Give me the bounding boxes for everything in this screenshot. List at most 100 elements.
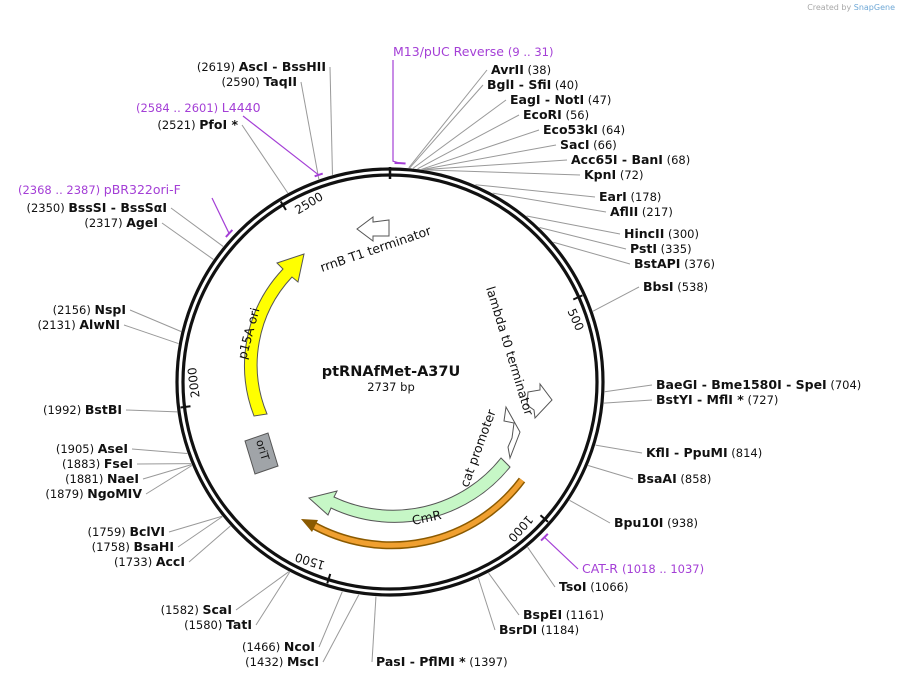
enzyme-position: (1759) [88,525,130,539]
enzyme-site[interactable]: (1733) AccI [114,554,185,569]
enzyme-name-alt: - Bme1580I [697,377,781,392]
enzyme-site[interactable]: AvrII (38) [491,62,551,77]
cmr-orf-arrowhead [301,519,318,532]
enzyme-site[interactable]: HincII (300) [624,226,699,241]
enzyme-name: AflII [610,204,638,219]
enzyme-site[interactable]: (1432) MscI [245,654,319,669]
primer-site[interactable]: (2368 .. 2387) pBR322ori-F [18,182,230,234]
enzyme-name: BstYI [656,392,693,407]
enzyme-position: (40) [551,78,578,92]
cmr-orf-band [309,478,524,548]
enzyme-label: KflI - PpuMI (814) [646,445,762,460]
orit-feature[interactable] [244,432,279,475]
enzyme-site[interactable]: (1759) BclVI [88,524,165,539]
primer-label: M13/pUC Reverse (9 .. 31) [393,44,553,59]
enzyme-position: (2521) [157,118,199,132]
enzyme-position: (1580) [184,618,226,632]
enzyme-site[interactable]: (1582) ScaI [161,602,232,617]
enzyme-site[interactable]: Eco53kI (64) [543,122,625,137]
enzyme-leader-line [131,448,188,455]
primer-leader-line [392,60,401,164]
enzyme-name-alt: - BanI [618,152,663,167]
primer-site[interactable]: CAT-R (1018 .. 1037) [544,536,704,576]
rrnb-t1-terminator-feature[interactable] [356,216,390,242]
enzyme-site[interactable]: KflI - PpuMI (814) [646,445,762,460]
enzyme-site[interactable]: BsaAI (858) [637,471,711,486]
enzyme-name: BsaHI [133,539,174,554]
enzyme-site[interactable]: (1580) TatI [184,617,252,632]
enzyme-site[interactable]: (2131) AlwNI [37,317,120,332]
cat-promoter-feature[interactable] [503,405,521,460]
enzyme-position: (727) [744,393,779,407]
enzyme-site[interactable]: (2590) TaqII [221,74,297,89]
enzyme-name: BsaAI [637,471,677,486]
enzyme-site[interactable]: AflII (217) [610,204,673,219]
enzyme-site[interactable]: EcoRI (56) [523,107,589,122]
enzyme-site[interactable]: BsrDI (1184) [499,622,579,637]
cmr-label: CmR [411,507,443,528]
enzyme-site[interactable]: Acc65I - BanI (68) [571,152,690,167]
enzyme-label: (1432) MscI [245,654,319,669]
enzyme-name: PstI [630,241,657,256]
enzyme-leader-line [475,184,596,198]
enzyme-label: EarI (178) [599,189,661,204]
enzyme-site[interactable]: (1879) NgoMIV [45,486,142,501]
enzyme-site[interactable]: BspEI (1161) [523,607,604,622]
enzyme-leader-line [188,525,231,563]
enzyme-site[interactable]: (2521) PfoI * [157,117,238,132]
enzyme-site[interactable]: BglI - SfiI (40) [487,77,579,92]
lambda-t0-terminator-feature[interactable] [526,382,553,420]
enzyme-leader-line [300,81,320,180]
enzyme-leader-line [603,399,653,404]
enzyme-site[interactable]: BbsI (538) [643,279,708,294]
enzyme-site[interactable]: BstYI - MflI * (727) [656,392,778,407]
enzyme-position: (1161) [562,608,604,622]
primer-label: CAT-R (1018 .. 1037) [582,561,704,576]
enzyme-site[interactable]: SacI (66) [560,137,617,152]
enzyme-label: (1879) NgoMIV [45,486,142,501]
enzyme-leader-line [177,516,223,548]
enzyme-name: AscI [239,59,268,74]
primer-site[interactable]: (2584 .. 2601) L4440 [136,100,320,176]
enzyme-site[interactable]: BstAPI (376) [634,256,715,271]
enzyme-site[interactable]: PasI - PflMI * (1397) [376,654,508,669]
enzyme-site[interactable]: (2350) BssSI - BssSαI [26,200,167,215]
enzyme-site[interactable]: Bpu10I (938) [614,515,698,530]
enzyme-site[interactable]: PstI (335) [630,241,692,256]
enzyme-site[interactable]: (1992) BstBI [43,402,122,417]
enzyme-site[interactable]: (1881) NaeI [65,471,139,486]
enzyme-leader-line [129,309,182,332]
enzyme-position: (376) [680,257,715,271]
primer-site[interactable]: M13/pUC Reverse (9 .. 31) [392,44,553,164]
enzyme-site[interactable]: KpnI (72) [584,167,643,182]
p15a-ori-feature[interactable] [244,253,305,417]
enzyme-site[interactable]: (1883) FseI [62,456,133,471]
enzyme-site[interactable]: (1758) BsaHI [92,539,174,554]
enzyme-label: (2350) BssSI - BssSαI [26,200,167,215]
enzyme-site[interactable]: (2317) AgeI [84,215,158,230]
enzyme-name: EarI [599,189,627,204]
cmr-feature[interactable] [307,457,511,523]
enzyme-label: (1905) AseI [56,441,128,456]
enzyme-site[interactable]: (1466) NcoI [242,639,315,654]
enzyme-name: ScaI [203,602,233,617]
enzyme-label: BstAPI (376) [634,256,715,271]
enzyme-site[interactable]: BaeGI - Bme1580I - SpeI (704) [656,377,861,392]
enzyme-site[interactable]: (1905) AseI [56,441,128,456]
enzyme-position: (1397) [466,655,508,669]
enzyme-position: (72) [616,168,643,182]
enzyme-site[interactable]: TsoI (1066) [559,579,628,594]
enzyme-leader-line [322,594,360,663]
enzyme-leader-line [409,84,484,169]
ruler-tick-mark [572,294,583,301]
enzyme-position: (56) [562,108,589,122]
enzyme-label: (1759) BclVI [88,524,165,539]
enzyme-site[interactable]: (2156) NspI [53,302,126,317]
plasmid-name: ptRNAfMet-A37U [322,364,461,380]
enzyme-site[interactable]: EarI (178) [599,189,661,204]
enzyme-name-alt: - MflI * [693,392,745,407]
enzyme-leader-line [408,69,488,169]
enzyme-site[interactable]: EagI - NotI (47) [510,92,611,107]
enzyme-leader-line [569,499,611,524]
enzyme-site[interactable]: (2619) AscI - BssHII [197,59,326,74]
